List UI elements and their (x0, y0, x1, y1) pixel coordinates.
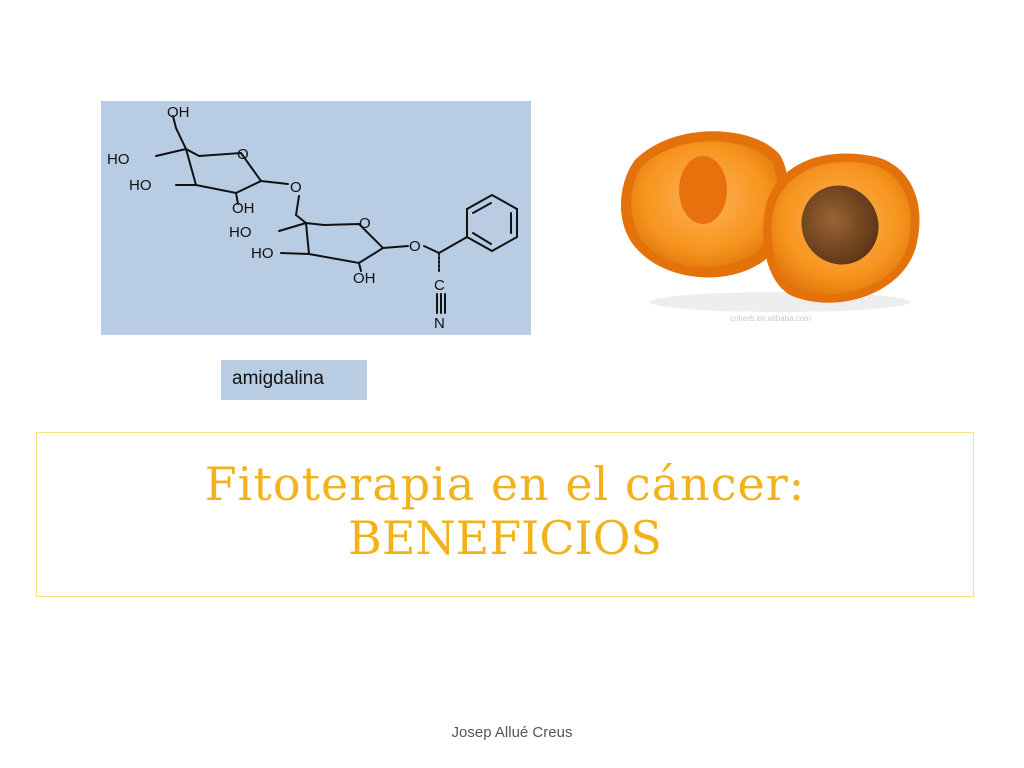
molecule-label: O (237, 146, 249, 163)
molecule-label: OH (232, 200, 255, 217)
molecule-label: HO (251, 245, 274, 262)
molecule-label: O (409, 238, 421, 255)
molecule-label: N (434, 315, 445, 332)
molecule-label: O (290, 179, 302, 196)
watermark: cnherb.en.alibaba.com (730, 314, 811, 323)
molecule-label: HO (107, 151, 130, 168)
slide-title: Fitoterapia en el cáncer: (204, 457, 806, 511)
author-footer: Josep Allué Creus (451, 724, 573, 741)
molecule-label: C (434, 277, 445, 294)
slide-subtitle: BENEFICIOS (348, 511, 662, 565)
molecule-label: OH (167, 104, 190, 121)
molecule-label: HO (129, 177, 152, 194)
apricot-halves-image (615, 120, 930, 330)
title-box: Fitoterapia en el cáncer: BENEFICIOS (36, 432, 974, 597)
molecule-caption: amigdalina (221, 360, 367, 400)
amygdalin-structure-image: OH HO HO O OH O HO HO O OH O C N (101, 101, 531, 335)
molecule-label: OH (353, 270, 376, 287)
molecule-label: O (359, 215, 371, 232)
molecule-label: HO (229, 224, 252, 241)
